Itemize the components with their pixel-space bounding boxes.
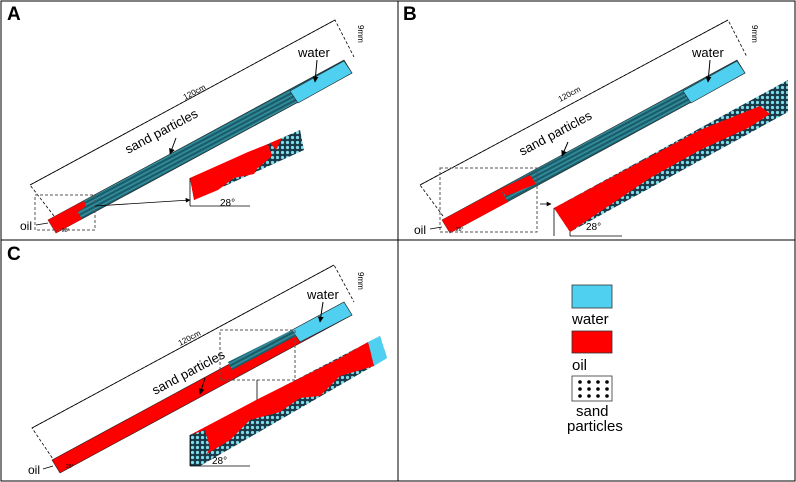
panel-b-small-angle: 28° xyxy=(456,227,464,233)
panel-a-oil-zone xyxy=(48,206,82,233)
panel-b-water-label: water xyxy=(691,45,724,60)
legend-water-swatch xyxy=(571,284,613,309)
legend-sand-label-line1: sand xyxy=(576,403,609,420)
panel-c-oil-label: oil xyxy=(28,463,40,477)
panel-b-zoom-box xyxy=(439,167,538,233)
panel-c-small-angle: 28° xyxy=(66,464,74,470)
panel-b: B 120cm 9mm water sand particles 28° oil… xyxy=(403,4,788,237)
legend: water oil sand particles xyxy=(567,284,623,435)
legend-oil-label: oil xyxy=(572,357,587,374)
panel-b-tube xyxy=(441,59,746,234)
legend-sand-label-line2: particles xyxy=(567,418,623,435)
panel-b-letter: B xyxy=(403,4,417,25)
panel-a-oil-label: oil xyxy=(20,219,32,233)
panel-c: C 120cm 9mm water sand particles 28° oil… xyxy=(7,244,387,477)
panel-b-oil-label: oil xyxy=(414,223,426,237)
panel-a-tube xyxy=(47,59,353,234)
legend-water-label: water xyxy=(571,311,609,328)
panel-a-water-label: water xyxy=(297,45,330,60)
panel-a: A 120cm 9mm water sand particles 28° xyxy=(7,4,365,234)
panel-c-zoom-box xyxy=(219,329,296,381)
panel-a-length-label: 120cm xyxy=(182,82,208,101)
panel-b-enlarged xyxy=(553,80,788,237)
panel-a-width-label: 9mm xyxy=(356,25,365,43)
panel-c-length-label: 120cm xyxy=(177,328,203,347)
panel-c-width-label: 9mm xyxy=(356,272,365,290)
panel-a-small-angle: 28° xyxy=(62,228,70,234)
panel-b-length-label: 120cm xyxy=(557,84,583,103)
panel-c-letter: C xyxy=(7,244,21,265)
panel-a-water-zone xyxy=(289,60,353,104)
panel-c-angle-label: 28° xyxy=(212,456,227,467)
panel-c-enlarged xyxy=(189,336,387,467)
panel-c-water-label: water xyxy=(306,287,339,302)
legend-sand-swatch xyxy=(571,375,613,402)
panel-a-angle-label: 28° xyxy=(220,198,235,209)
panel-a-enlarged xyxy=(189,130,304,207)
panel-b-angle-label: 28° xyxy=(586,222,601,233)
panel-b-width-label: 9mm xyxy=(750,25,759,43)
panel-a-zoom-box xyxy=(34,194,96,231)
panel-a-letter: A xyxy=(7,4,21,25)
legend-oil-swatch xyxy=(571,330,613,354)
panel-a-length-line xyxy=(29,19,336,186)
